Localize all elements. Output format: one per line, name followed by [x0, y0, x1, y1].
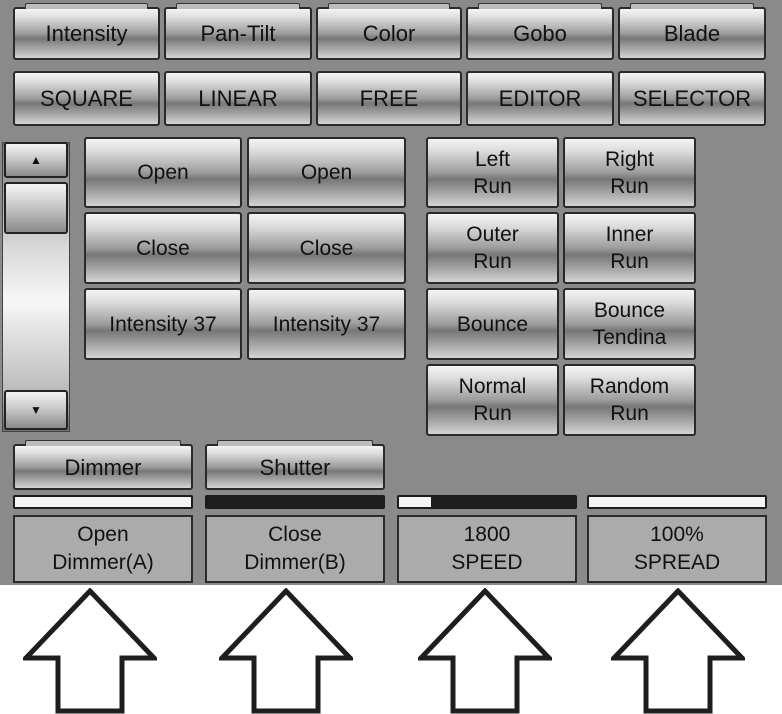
dimmer-b-readout: Close Dimmer(B) [205, 515, 385, 583]
tab-intensity[interactable]: Intensity [13, 3, 160, 60]
spread-readout: 100% SPREAD [587, 515, 767, 583]
scroll-down-button[interactable]: ▼ [4, 390, 68, 430]
effect-bounce-button[interactable]: Bounce [426, 288, 559, 360]
spread-level-bar [587, 495, 767, 509]
dimmer-a-level-bar [13, 495, 193, 509]
scroll-thumb[interactable] [4, 182, 68, 234]
effect-inner-run-button[interactable]: Inner Run [563, 212, 696, 284]
preset-intensity-37-button[interactable]: Intensity 37 [247, 288, 406, 360]
mode-free-button[interactable]: FREE [316, 71, 462, 126]
mode-selector-button[interactable]: SELECTOR [618, 71, 766, 126]
preset-open-button[interactable]: Open [247, 137, 406, 208]
mode-linear-button[interactable]: LINEAR [164, 71, 312, 126]
dimmer-a-readout: Open Dimmer(A) [13, 515, 193, 583]
speed-readout: 1800 SPEED [397, 515, 577, 583]
preset-intensity-37-button[interactable]: Intensity 37 [84, 288, 242, 360]
scroll-up-button[interactable]: ▲ [4, 142, 68, 178]
preset-open-button[interactable]: Open [84, 137, 242, 208]
level-bar-fill [430, 497, 575, 507]
level-bar-fill [207, 497, 383, 507]
tab-pan-tilt[interactable]: Pan-Tilt [164, 3, 312, 60]
up-arrow-outline-icon [418, 588, 552, 714]
effect-random-run-button[interactable]: Random Run [563, 364, 696, 436]
effect-outer-run-button[interactable]: Outer Run [426, 212, 559, 284]
speed-level-bar [397, 495, 577, 509]
effect-right-run-button[interactable]: Right Run [563, 137, 696, 208]
dimmer-b-level-bar [205, 495, 385, 509]
effect-normal-run-button[interactable]: Normal Run [426, 364, 559, 436]
tab-color[interactable]: Color [316, 3, 462, 60]
tab-gobo[interactable]: Gobo [466, 3, 614, 60]
up-arrow-outline-icon [23, 588, 157, 714]
preset-close-button[interactable]: Close [247, 212, 406, 284]
tab-blade[interactable]: Blade [618, 3, 766, 60]
up-arrow-outline-icon [611, 588, 745, 714]
shutter-button[interactable]: Shutter [205, 440, 385, 490]
effect-left-run-button[interactable]: Left Run [426, 137, 559, 208]
caret-up-icon: ▲ [30, 153, 42, 167]
control-panel: Intensity Pan-Tilt Color Gobo Blade SQUA… [0, 0, 782, 585]
mode-square-button[interactable]: SQUARE [13, 71, 160, 126]
up-arrow-outline-icon [219, 588, 353, 714]
caret-down-icon: ▼ [30, 403, 42, 417]
dimmer-button[interactable]: Dimmer [13, 440, 193, 490]
mode-editor-button[interactable]: EDITOR [466, 71, 614, 126]
effect-bounce-tendina-button[interactable]: Bounce Tendina [563, 288, 696, 360]
preset-close-button[interactable]: Close [84, 212, 242, 284]
